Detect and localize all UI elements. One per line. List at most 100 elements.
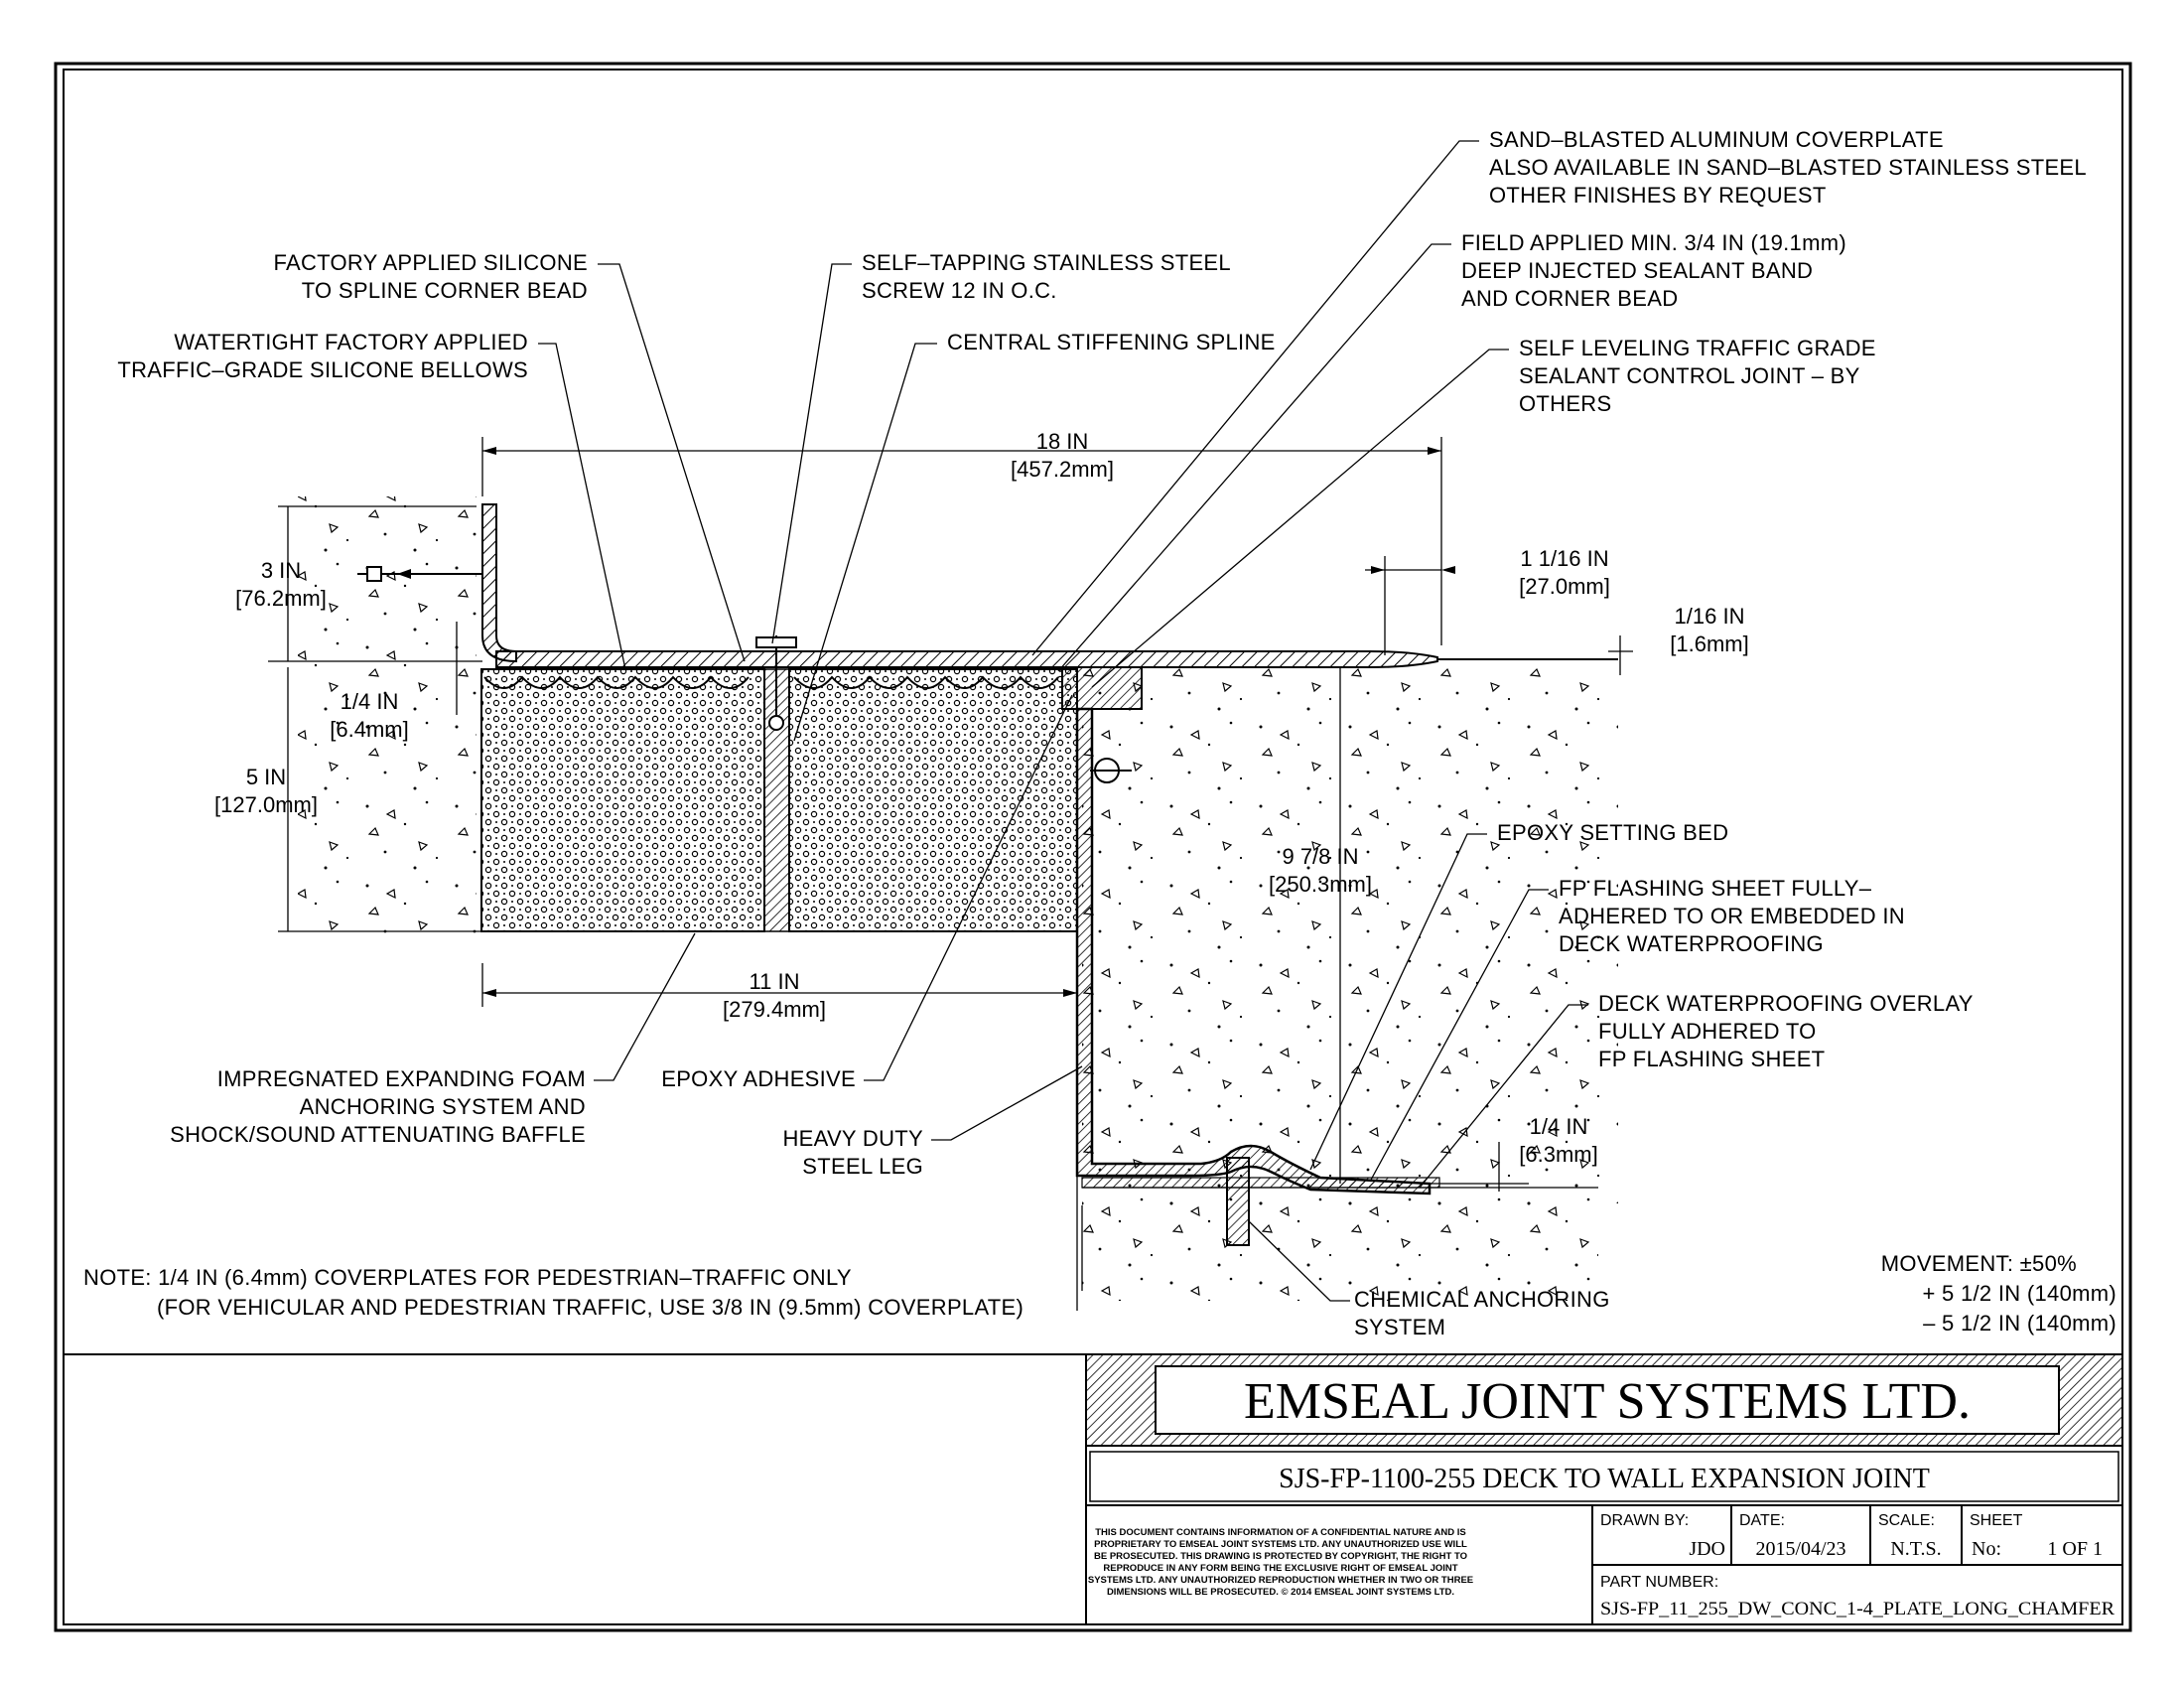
label-steel-leg-2: STEEL LEG [802, 1154, 923, 1179]
scale-value: N.T.S. [1890, 1538, 1941, 1560]
dim-quarter-mm: [6.4mm] [330, 717, 408, 742]
label-control-joint-1: SELF LEVELING TRAFFIC GRADE [1519, 336, 1876, 360]
drawn-by-value: JDO [1689, 1538, 1725, 1560]
label-deck-overlay-3: FP FLASHING SHEET [1598, 1047, 1825, 1071]
note-line-1: NOTE: 1/4 IN (6.4mm) COVERPLATES FOR PED… [83, 1265, 852, 1290]
date-value: 2015/04/23 [1755, 1538, 1845, 1560]
dim-1-16-in: 1/16 IN [1675, 604, 1745, 629]
dim-11-mm: [279.4mm] [723, 997, 826, 1022]
dim-11-in: 11 IN [750, 969, 800, 994]
label-screw-1: SELF–TAPPING STAINLESS STEEL [862, 250, 1231, 275]
foam-block-right [788, 668, 1078, 932]
scale-label: SCALE: [1878, 1512, 1935, 1529]
callout-stiffening-spline: CENTRAL STIFFENING SPLINE [947, 330, 1276, 354]
foam-block-left [480, 668, 765, 932]
part-number-label: PART NUMBER: [1600, 1574, 1718, 1591]
callout-chemical-anchoring: CHEMICAL ANCHORING SYSTEM [1354, 1287, 1610, 1339]
label-spline: CENTRAL STIFFENING SPLINE [947, 330, 1276, 354]
dim-flash-quarter-in: 1/4 IN [1530, 1114, 1588, 1139]
label-chemical-anchoring-1: CHEMICAL ANCHORING [1354, 1287, 1610, 1312]
label-fp-flashing-1: FP FLASHING SHEET FULLY– [1559, 876, 1872, 901]
dim-5-in: 5 IN [246, 765, 286, 789]
label-fp-flashing-3: DECK WATERPROOFING [1559, 931, 1824, 956]
callout-deck-overlay: DECK WATERPROOFING OVERLAY FULLY ADHERED… [1598, 991, 1974, 1071]
sheet-value: 1 OF 1 [2047, 1538, 2103, 1560]
callout-epoxy-adhesive: EPOXY ADHESIVE [661, 1066, 856, 1091]
dim-1-1-16-in: 1 1/16 IN [1520, 546, 1608, 571]
callout-fp-flashing: FP FLASHING SHEET FULLY– ADHERED TO OR E… [1559, 876, 1905, 956]
title-block: EMSEAL JOINT SYSTEMS LTD. SJS-FP-1100-25… [1085, 1353, 2123, 1624]
disclaimer-3: BE PROSECUTED. THIS DRAWING IS PROTECTED… [1094, 1551, 1467, 1562]
dim-quarter-in: 1/4 IN [341, 689, 399, 714]
label-sealant-band-2: DEEP INJECTED SEALANT BAND [1461, 258, 1813, 283]
silicone-bellows [483, 675, 1059, 689]
label-epoxy-adhesive: EPOXY ADHESIVE [661, 1066, 856, 1091]
label-coverplate-3: OTHER FINISHES BY REQUEST [1489, 183, 1827, 208]
section-drawing [298, 496, 1618, 1301]
dim-3-mm: [76.2mm] [235, 586, 327, 611]
disclaimer-1: THIS DOCUMENT CONTAINS INFORMATION OF A … [1095, 1527, 1465, 1538]
drawn-by-label: DRAWN BY: [1600, 1512, 1689, 1529]
note-line-2: (FOR VEHICULAR AND PEDESTRIAN TRAFFIC, U… [157, 1295, 1024, 1320]
callout-self-tapping-screw: SELF–TAPPING STAINLESS STEEL SCREW 12 IN… [862, 250, 1231, 303]
dim-9-7-8-mm: [250.3mm] [1269, 872, 1372, 897]
disclaimer-2: PROPRIETARY TO EMSEAL JOINT SYSTEMS LTD.… [1094, 1539, 1467, 1550]
epoxy-bed [1081, 1177, 1440, 1189]
label-coverplate-2: ALSO AVAILABLE IN SAND–BLASTED STAINLESS… [1489, 155, 2087, 180]
label-sealant-band-1: FIELD APPLIED MIN. 3/4 IN (19.1mm) [1461, 230, 1846, 255]
callout-silicone-corner-bead: FACTORY APPLIED SILICONE TO SPLINE CORNE… [273, 250, 588, 303]
movement-minus: – 5 1/2 IN (140mm) [1923, 1311, 2116, 1336]
wall-angle [481, 503, 517, 663]
sheet-no-label: No: [1972, 1538, 2001, 1560]
label-control-joint-3: OTHERS [1519, 391, 1611, 416]
part-number-value: SJS-FP_11_255_DW_CONC_1-4_PLATE_LONG_CHA… [1600, 1599, 2115, 1619]
dimension-lines [268, 437, 1633, 1311]
label-bellows-2: TRAFFIC–GRADE SILICONE BELLOWS [117, 357, 528, 382]
dim-1-1-16-mm: [27.0mm] [1519, 574, 1610, 599]
disclaimer-5: SYSTEMS LTD. ANY UNAUTHORIZED REPRODUCTI… [1088, 1575, 1473, 1586]
dim-18-in: 18 IN [1036, 429, 1089, 454]
outer-border [54, 62, 2132, 1632]
callout-control-joint: SELF LEVELING TRAFFIC GRADE SEALANT CONT… [1519, 336, 1876, 416]
label-chemical-anchoring-2: SYSTEM [1354, 1315, 1445, 1339]
date-label: DATE: [1739, 1512, 1785, 1529]
label-foam-1: IMPREGNATED EXPANDING FOAM [217, 1066, 586, 1091]
callout-foam: IMPREGNATED EXPANDING FOAM ANCHORING SYS… [170, 1066, 586, 1147]
disclaimer-6: DIMENSIONS WILL BE PROSECUTED. © 2014 EM… [1107, 1587, 1454, 1598]
callout-epoxy-setting-bed: EPOXY SETTING BED [1497, 820, 1728, 845]
dim-1-16-mm: [1.6mm] [1670, 632, 1748, 656]
label-bellows-1: WATERTIGHT FACTORY APPLIED [174, 330, 528, 354]
label-epoxy-setting-bed: EPOXY SETTING BED [1497, 820, 1728, 845]
label-silicone-corner-bead-2: TO SPLINE CORNER BEAD [302, 278, 588, 303]
drawing-title: SJS-FP-1100-255 DECK TO WALL EXPANSION J… [1279, 1464, 1930, 1494]
callout-coverplate: SAND–BLASTED ALUMINUM COVERPLATE ALSO AV… [1489, 127, 2087, 208]
dim-3-in: 3 IN [261, 558, 301, 583]
leader-lines [538, 140, 1588, 1302]
label-sealant-band-3: AND CORNER BEAD [1461, 286, 1678, 311]
company-name: EMSEAL JOINT SYSTEMS LTD. [1244, 1373, 1971, 1430]
sealant-corner-bead [1061, 666, 1143, 710]
coverplate [495, 650, 1438, 668]
dim-9-7-8-in: 9 7/8 IN [1282, 844, 1358, 869]
label-coverplate-1: SAND–BLASTED ALUMINUM COVERPLATE [1489, 127, 1944, 152]
label-control-joint-2: SEALANT CONTROL JOINT – BY [1519, 363, 1860, 388]
disclaimer-4: REPRODUCE IN ANY FORM BEING THE EXCLUSIV… [1103, 1563, 1457, 1574]
label-deck-overlay-1: DECK WATERPROOFING OVERLAY [1598, 991, 1974, 1016]
label-foam-2: ANCHORING SYSTEM AND [300, 1094, 586, 1119]
label-steel-leg-1: HEAVY DUTY [782, 1126, 923, 1151]
dim-18-mm: [457.2mm] [1011, 457, 1114, 482]
label-foam-3: SHOCK/SOUND ATTENUATING BAFFLE [170, 1122, 586, 1147]
callout-bellows: WATERTIGHT FACTORY APPLIED TRAFFIC–GRADE… [117, 330, 528, 382]
dim-5-mm: [127.0mm] [214, 792, 318, 817]
label-screw-2: SCREW 12 IN O.C. [862, 278, 1057, 303]
sheet-label: SHEET [1970, 1512, 2023, 1529]
chemical-anchor [1226, 1157, 1250, 1246]
movement-plus: + 5 1/2 IN (140mm) [1922, 1281, 2116, 1306]
label-fp-flashing-2: ADHERED TO OR EMBEDDED IN [1559, 904, 1905, 928]
dim-flash-quarter-mm: [6.3mm] [1519, 1142, 1597, 1167]
inner-border [63, 69, 2123, 1625]
callout-sealant-band: FIELD APPLIED MIN. 3/4 IN (19.1mm) DEEP … [1461, 230, 1846, 311]
movement-title: MOVEMENT: ±50% [1881, 1251, 2077, 1276]
callout-steel-leg: HEAVY DUTY STEEL LEG [782, 1126, 923, 1179]
